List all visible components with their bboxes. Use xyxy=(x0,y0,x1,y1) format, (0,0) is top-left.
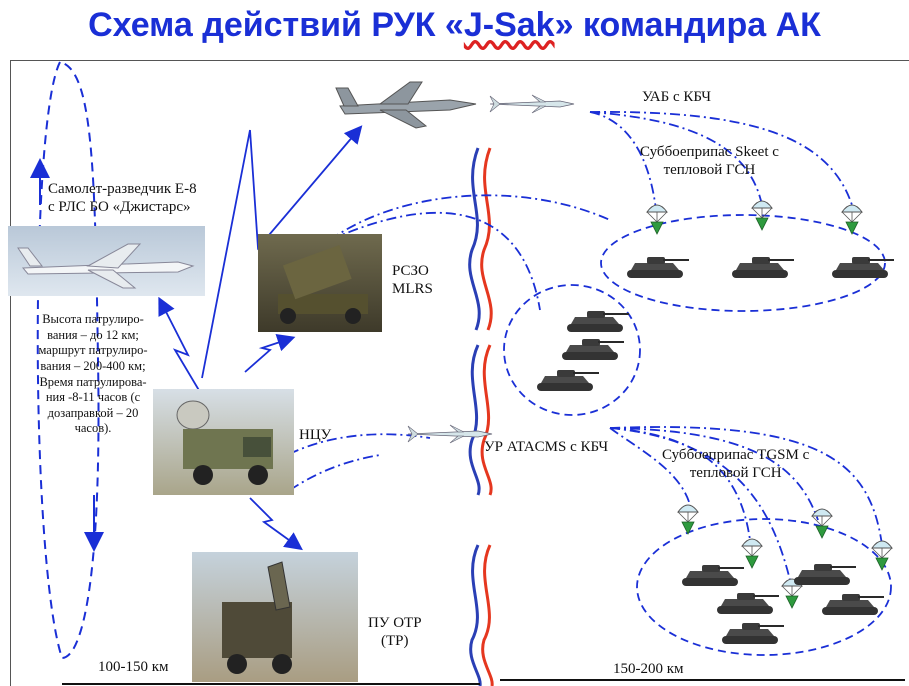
diagram-title: Схема действий РУК «J-Sak» командира АК xyxy=(88,6,821,44)
uab-missile-icon xyxy=(489,94,575,114)
otr-label: ПУ ОТР (ТР) xyxy=(368,615,422,649)
ncu-label: НЦУ xyxy=(299,427,332,443)
front-line-red xyxy=(480,147,494,686)
target-group-tgsm xyxy=(636,518,892,656)
tgsm-label: Суббоеприпас TGSM с тепловой ГСН xyxy=(662,447,810,481)
trajectories xyxy=(239,111,883,581)
e8-label: Самолет-разведчик Е-8 с РЛС БО «Джистарс… xyxy=(48,181,197,215)
fighter-jet-image xyxy=(330,76,478,132)
command-vehicle-image xyxy=(153,389,294,495)
dist-left-label: 100-150 км xyxy=(98,659,169,675)
mlrs-label: РСЗО MLRS xyxy=(392,263,433,297)
target-group-skeet xyxy=(600,214,886,312)
front-line-blue xyxy=(468,147,482,686)
dist-right-label: 150-200 км xyxy=(613,661,684,677)
datalinks xyxy=(158,125,363,551)
patrol-note: Высота патрулиро- вания – до 12 км; марш… xyxy=(38,312,148,436)
diagram-frame xyxy=(10,60,909,686)
e8-aircraft-image xyxy=(8,226,205,296)
skeet-label: Суббоеприпас Skeet с тепловой ГСН xyxy=(640,144,779,178)
uab-label: УАБ с КБЧ xyxy=(642,89,711,105)
atacms-label: УР ATACMS с КБЧ xyxy=(484,439,609,455)
atacms-missile-icon xyxy=(407,424,493,444)
target-group-mid xyxy=(503,284,641,416)
mlrs-launcher-image xyxy=(258,234,382,332)
otr-launcher-image xyxy=(192,552,358,682)
